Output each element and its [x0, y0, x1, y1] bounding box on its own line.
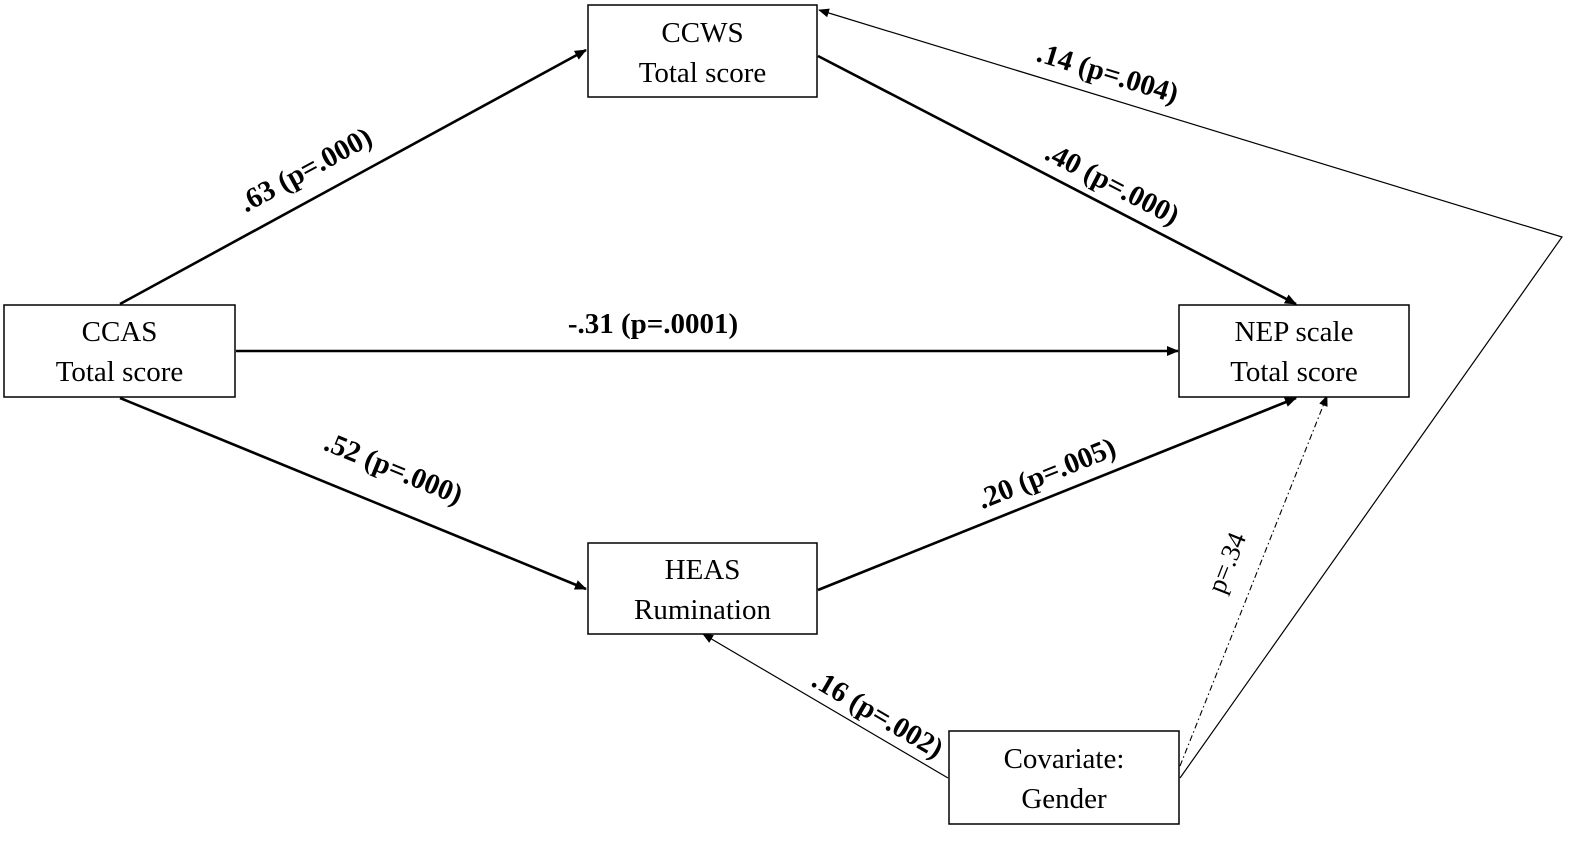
- node-nep-line1: NEP scale: [1235, 316, 1354, 348]
- edge-heas-to-nep: [817, 396, 1297, 592]
- node-ccws-line2: Total score: [639, 57, 767, 89]
- node-heas-line2: Rumination: [634, 594, 771, 626]
- edge-gender-to-heas: [702, 633, 949, 779]
- edge-ccws-to-nep: [817, 54, 1297, 306]
- label-ccws-nep: .40 (p=.000): [1040, 136, 1185, 232]
- label-ccas-ccws: .63 (p=.000): [234, 121, 378, 219]
- node-ccws-line1: CCWS: [661, 17, 743, 49]
- node-ccas-line1: CCAS: [82, 316, 158, 348]
- label-heas-nep: .20 (p=.005): [973, 432, 1121, 516]
- edge-gender-to-nep: [1179, 395, 1328, 767]
- node-nep-line2: Total score: [1230, 356, 1358, 388]
- label-gender-nep: p=.34: [1201, 528, 1252, 598]
- node-covariate-gender: Covariate: Gender: [948, 730, 1180, 825]
- node-heas-line1: HEAS: [665, 554, 741, 586]
- node-covariate-line2: Gender: [1021, 783, 1107, 815]
- node-nep: NEP scale Total score: [1178, 304, 1410, 398]
- node-ccas: CCAS Total score: [3, 304, 236, 398]
- edge-ccas-to-ccws: [119, 48, 587, 306]
- label-ccas-nep: -.31 (p=.0001): [568, 308, 738, 340]
- edge-gender-to-ccws: [818, 8, 1563, 779]
- node-ccas-line2: Total score: [56, 356, 184, 388]
- edge-ccas-to-heas: [119, 396, 587, 591]
- label-gender-ccws: .14 (p=.004): [1033, 37, 1182, 110]
- node-covariate-line1: Covariate:: [1004, 743, 1125, 775]
- label-ccas-heas: .52 (p=.000): [320, 426, 467, 511]
- node-ccws: CCWS Total score: [587, 4, 818, 98]
- label-gender-heas: .16 (p=.002): [806, 663, 948, 765]
- node-heas: HEAS Rumination: [587, 542, 818, 635]
